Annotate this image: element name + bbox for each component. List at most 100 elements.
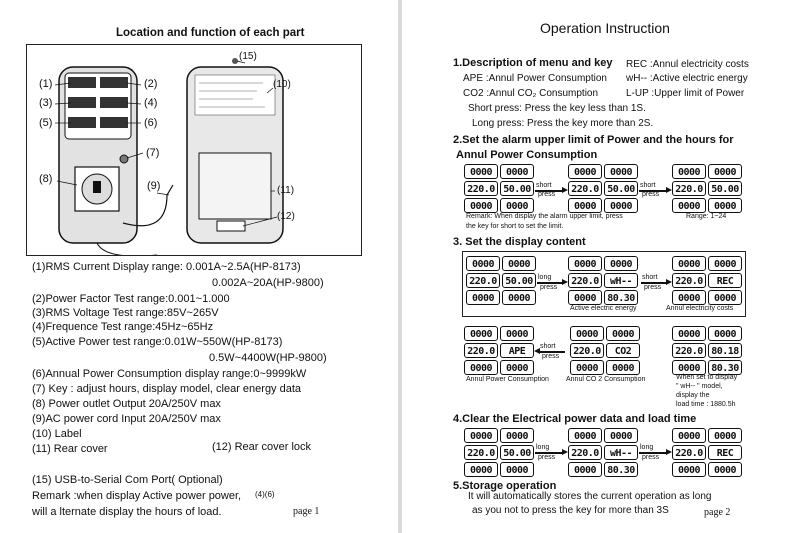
lcd-display: 0000 (604, 256, 638, 271)
arrow-icon (537, 279, 568, 285)
lcd-display: REC (708, 445, 742, 460)
left-title: Location and function of each part (116, 27, 305, 39)
remark-2: Remark: When display the alarm upper lim… (466, 213, 623, 220)
lcd-display: 80.18 (708, 343, 742, 358)
spec-key: (7) Key : adjust hours, display model, c… (32, 383, 302, 395)
lcd-display: 0000 (708, 428, 742, 443)
lcd-display: 0000 (604, 428, 638, 443)
page-number-right: page 2 (704, 507, 731, 518)
lcd-display: 0000 (568, 290, 602, 305)
lcd-display: 0000 (500, 326, 534, 341)
lcd-display: 0000 (708, 164, 742, 179)
callout-3: (3) (39, 97, 53, 109)
when-set-label: When set to display (676, 374, 738, 381)
section-3-title: 3. Set the display content (453, 236, 586, 248)
lcd-display: 80.30 (604, 462, 638, 477)
menu-rec: REC :Annul electricity costs (626, 59, 749, 70)
callout-1: (1) (39, 78, 53, 90)
press-label: press (542, 353, 560, 360)
lcd-display: 0000 (568, 198, 602, 213)
spec-frequence: (4)Frequence Test range:45Hz~65Hz (32, 321, 214, 333)
lcd-display: 0000 (464, 462, 498, 477)
lcd-display: 0000 (672, 462, 706, 477)
lcd-display: CO2 (606, 343, 640, 358)
active-energy-label: Active electric energy (570, 305, 637, 312)
lcd-display: 0000 (466, 290, 500, 305)
spec-rear-cover: (11) Rear cover (32, 443, 108, 455)
range-label: Range: 1~24 (686, 213, 727, 220)
lcd-display: 0000 (708, 462, 742, 477)
lcd-display: 220.0 (570, 343, 604, 358)
short-press-desc: Short press: Press the key less than 1S. (468, 103, 646, 114)
press-label: press (642, 191, 660, 198)
section-3-diagram (462, 251, 746, 317)
arrow-icon (535, 449, 568, 455)
lcd-display: 0000 (500, 428, 534, 443)
annul-co2-label: Annul CO 2 Consumption (566, 376, 646, 383)
lcd-display: 0000 (500, 164, 534, 179)
spec-ac-cord: (9)AC power cord Input 20A/250V max (32, 413, 221, 425)
spec-active-power: (5)Active Power test range:0.01W~550W(HP… (32, 336, 283, 348)
lcd-display: 220.0 (672, 181, 706, 196)
arrow-icon (639, 187, 672, 193)
lcd-display: 0000 (606, 360, 640, 375)
lcd-display: 0000 (500, 462, 534, 477)
lcd-display: 0000 (672, 164, 706, 179)
lcd-display: 220.0 (568, 273, 602, 288)
lcd-display: 0000 (672, 290, 706, 305)
lcd-display: 0000 (672, 256, 706, 271)
section-1-title: 1.Description of menu and key (453, 57, 613, 69)
callout-4: (4) (144, 97, 158, 109)
load-time-label: load time : 1880.5h (676, 401, 736, 408)
long-press-desc: Long press: Press the key more than 2S. (472, 118, 654, 129)
device-drawing (54, 58, 284, 255)
lcd-display: 0000 (500, 198, 534, 213)
lcd-display: 0000 (464, 164, 498, 179)
lcd-display: 50.00 (500, 445, 534, 460)
spec-rms-voltage: (3)RMS Voltage Test range:85V~265V (32, 307, 219, 319)
lcd-display: 220.0 (568, 445, 602, 460)
short-label: short (642, 274, 658, 281)
display-the-label: display the (676, 392, 710, 399)
arrow-icon (534, 348, 565, 354)
spec-remark-ref: (4)(6) (255, 490, 275, 499)
model-label: " wH-- " model, (676, 383, 723, 390)
lcd-display: APE (500, 343, 534, 358)
lcd-display: 220.0 (464, 445, 498, 460)
lcd-display: 220.0 (672, 273, 706, 288)
press-label: press (538, 454, 556, 461)
lcd-display: 0000 (464, 428, 498, 443)
lcd-display: 220.0 (464, 343, 498, 358)
section-4-title: 4.Clear the Electrical power data and lo… (453, 413, 697, 425)
section-2-title-2: Annul Power Consumption (456, 149, 598, 161)
lcd-display: 0000 (464, 360, 498, 375)
callout-15: (15) (239, 51, 257, 62)
spec-active-power-2: 0.5W~4400W(HP-9800) (209, 352, 327, 364)
lcd-display: 220.0 (464, 181, 498, 196)
lcd-display: 0000 (502, 290, 536, 305)
menu-wh: wH-- :Active electric energy (626, 73, 748, 84)
callout-10: (10) (273, 79, 291, 90)
callout-2: (2) (144, 78, 158, 90)
lcd-display: 0000 (568, 462, 602, 477)
lcd-display: 0000 (464, 326, 498, 341)
lcd-display: 80.30 (604, 290, 638, 305)
page-right: Operation Instruction 1.Description of m… (400, 0, 800, 533)
press-label: press (642, 454, 660, 461)
lcd-display: 220.0 (672, 445, 706, 460)
menu-ape: APE :Annul Power Consumption (463, 73, 607, 84)
lcd-display: 0000 (672, 428, 706, 443)
callout-12: (12) (277, 211, 295, 222)
annul-costs-label: Annul electricity costs (666, 305, 734, 312)
lcd-display: wH-- (604, 445, 638, 460)
press-label: press (644, 284, 662, 291)
lcd-display: 0000 (708, 198, 742, 213)
lcd-display: 0000 (606, 326, 640, 341)
menu-lup: L-UP :Upper limit of Power (626, 88, 745, 99)
lcd-display: 50.00 (604, 181, 638, 196)
arrow-icon (639, 449, 672, 455)
lcd-display: 0000 (604, 198, 638, 213)
arrow-icon (535, 187, 568, 193)
device-figure: (1) (2) (3) (4) (5) (6) (7) (8) (9) (10)… (26, 44, 362, 256)
lcd-display: 0000 (464, 198, 498, 213)
